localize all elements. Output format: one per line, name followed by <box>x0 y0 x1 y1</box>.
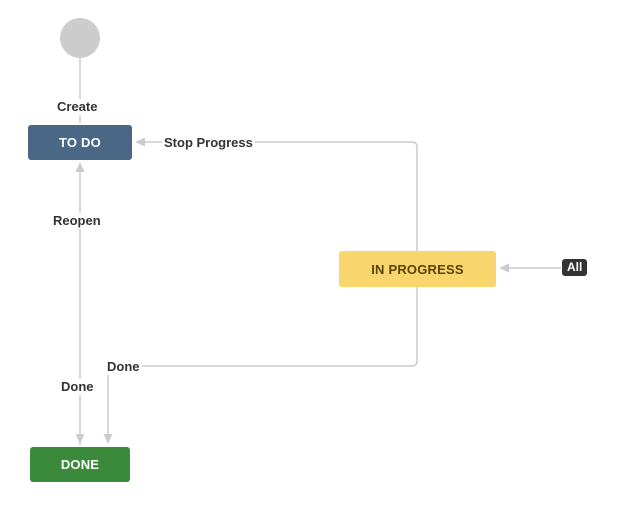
arrowhead-stop-progress <box>135 137 145 147</box>
arrowhead-done-right <box>103 434 113 444</box>
status-todo-label: TO DO <box>59 135 101 150</box>
status-todo[interactable]: TO DO <box>28 125 132 160</box>
arrowhead-reopen <box>75 162 85 172</box>
status-in-progress[interactable]: IN PROGRESS <box>339 251 496 287</box>
status-in-progress-label: IN PROGRESS <box>371 261 464 277</box>
transition-label-done-from-todo[interactable]: Done <box>59 379 96 395</box>
arrowhead-all <box>499 263 509 273</box>
global-transition-badge[interactable]: All <box>562 259 588 276</box>
status-done-label: DONE <box>60 457 100 472</box>
arrowhead-done-left <box>75 434 85 444</box>
connector-done-right <box>107 287 418 434</box>
transition-label-done-from-in-progress[interactable]: Done <box>105 359 142 375</box>
transition-label-reopen[interactable]: Reopen <box>51 213 103 229</box>
start-node <box>60 18 100 58</box>
connector-stop-progress <box>142 141 418 251</box>
transition-label-create[interactable]: Create <box>55 99 100 115</box>
status-done[interactable]: DONE <box>30 447 130 482</box>
transition-label-stop-progress[interactable]: Stop Progress <box>162 135 255 151</box>
